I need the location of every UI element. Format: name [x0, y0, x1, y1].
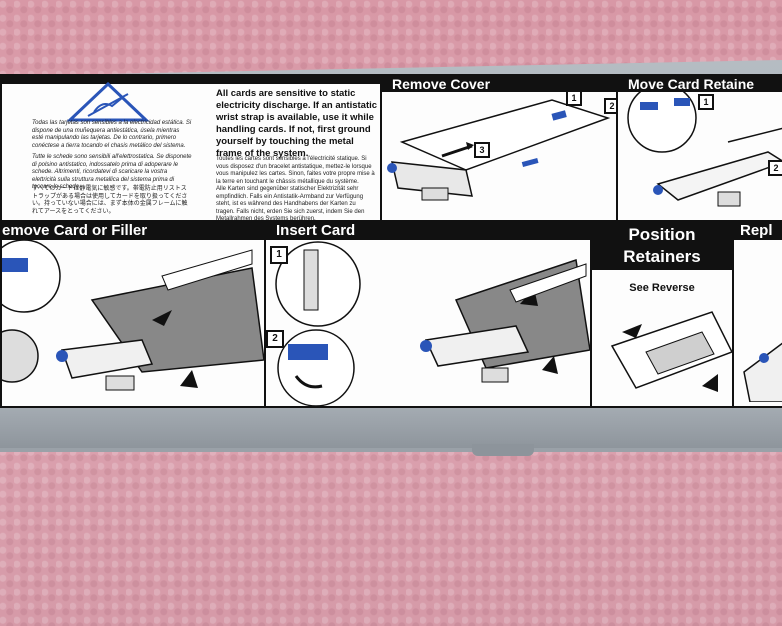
- arrow-icon: [702, 374, 718, 392]
- warning-italian: Tutte le schede sono sensibili all'elett…: [32, 154, 192, 190]
- step-3-badge: 3: [474, 142, 490, 158]
- remove-card-title: emove Card or Filler: [2, 222, 264, 240]
- arrow-icon: [180, 370, 198, 388]
- divider: [732, 222, 734, 408]
- arrow-icon: [152, 310, 172, 326]
- step-1-badge: 1: [698, 94, 714, 110]
- arrow-icon: [622, 324, 642, 338]
- position-retainers-illustration: [610, 311, 732, 392]
- step-1-badge: 1: [566, 90, 582, 106]
- arrow-icon: [441, 144, 473, 158]
- divider: [616, 76, 618, 222]
- arrow-icon: [294, 375, 323, 389]
- warning-german: Alle Karten sind gegenüber statischer El…: [216, 186, 365, 220]
- arrow-icon: [542, 356, 558, 374]
- move-card-retainer-panel: Move Card Retaine 1 2: [618, 76, 782, 220]
- warning-french: Toutes les cartes sont sensibles à l'éle…: [216, 156, 375, 185]
- metal-tray-tab: [472, 444, 534, 456]
- step-2-badge: 2: [266, 330, 284, 348]
- instruction-label: Todas las tarjetas son sensibles a la el…: [0, 74, 782, 408]
- move-card-retainer-title: Move Card Retaine: [618, 76, 782, 92]
- insert-card-panel: Insert Card 1 2: [266, 222, 590, 408]
- remove-cover-panel: Remove Cover 1 2 3: [382, 76, 616, 220]
- see-reverse-text: See Reverse: [629, 282, 695, 294]
- position-retainers-panel: Position Retainers See Reverse: [592, 222, 732, 408]
- position-retainers-title: Position Retainers: [592, 222, 732, 270]
- remove-cover-illustration: [387, 99, 611, 201]
- remove-card-illustration: [2, 240, 264, 391]
- esd-warning-icon: [66, 82, 150, 122]
- divider: [590, 222, 592, 408]
- warning-english: All cards are sensitive to static electr…: [216, 88, 378, 159]
- move-retainer-illustration: [627, 92, 782, 207]
- step-2-badge: 2: [604, 98, 616, 114]
- step-1-badge: 1: [270, 246, 288, 264]
- position-title-line2: Retainers: [623, 247, 701, 266]
- insert-card-illustration: [275, 241, 590, 407]
- divider: [380, 76, 382, 222]
- metal-tray-edge: [0, 408, 782, 448]
- step-2-badge: 2: [768, 160, 782, 176]
- replace-panel: Repl: [734, 222, 782, 408]
- divider: [264, 222, 266, 408]
- divider: [2, 220, 782, 222]
- remove-card-panel: emove Card or Filler: [2, 222, 264, 408]
- warning-top-bar: [2, 76, 380, 84]
- replace-illustration: [743, 342, 782, 402]
- insert-card-title: Insert Card: [266, 222, 590, 240]
- warning-japanese: すべてのカードは静電気に敏感です。帯電防止用リストストラップがある場合は使用して…: [32, 186, 188, 215]
- remove-cover-title: Remove Cover: [382, 76, 616, 92]
- position-title-line1: Position: [628, 225, 696, 244]
- replace-title: Repl: [734, 222, 782, 240]
- warning-spanish: Todas las tarjetas son sensibles a la el…: [32, 120, 192, 149]
- esd-warning-panel: Todas las tarjetas son sensibles a la el…: [2, 76, 380, 220]
